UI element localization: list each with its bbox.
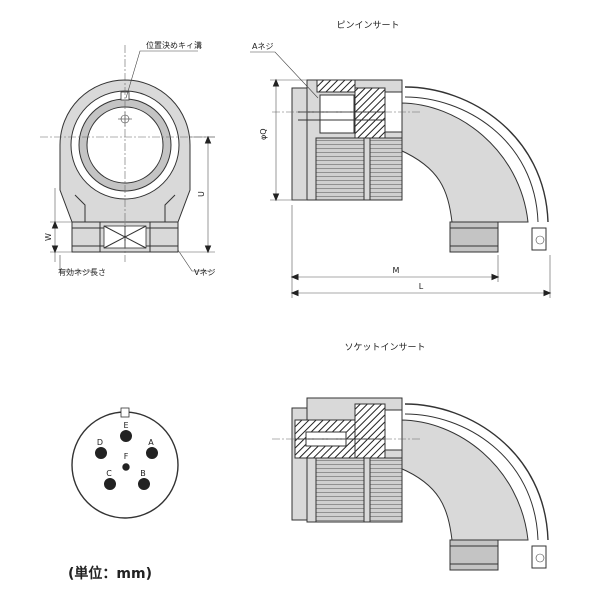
front-view: [40, 45, 215, 272]
pin-label-a: A: [148, 438, 154, 447]
pin-e: [120, 430, 132, 442]
v-thread-label: Vネジ: [194, 268, 215, 277]
pin-f: [122, 463, 130, 471]
pin-d: [95, 447, 107, 459]
socket-insert-title: ソケットインサート: [344, 342, 425, 353]
pin-a: [146, 447, 158, 459]
pin-label-d: D: [97, 438, 103, 447]
dim-q-label: φQ: [259, 128, 268, 140]
side-view-pin: [250, 51, 552, 298]
insert-face-view: [71, 407, 179, 519]
pin-b: [138, 478, 150, 490]
dim-w-label: W: [44, 233, 53, 241]
pin-label-e: E: [123, 421, 128, 430]
pin-insert-title: ピンインサート: [336, 20, 399, 31]
pin-label-b: B: [140, 469, 146, 478]
dim-m-label: M: [393, 266, 400, 275]
pin-c: [104, 478, 116, 490]
side-view-socket: [272, 397, 549, 571]
unit-label: (単位：mm): [68, 565, 152, 582]
dim-u-label: U: [197, 191, 206, 197]
dim-l-label: L: [419, 282, 424, 291]
effective-thread-label: 有効ネジ長さ: [58, 267, 106, 277]
pin-label-f: F: [124, 452, 129, 461]
key-groove-label: 位置決めキィ溝: [146, 40, 202, 50]
pin-label-c: C: [106, 469, 112, 478]
a-thread-label: Aネジ: [252, 42, 273, 51]
